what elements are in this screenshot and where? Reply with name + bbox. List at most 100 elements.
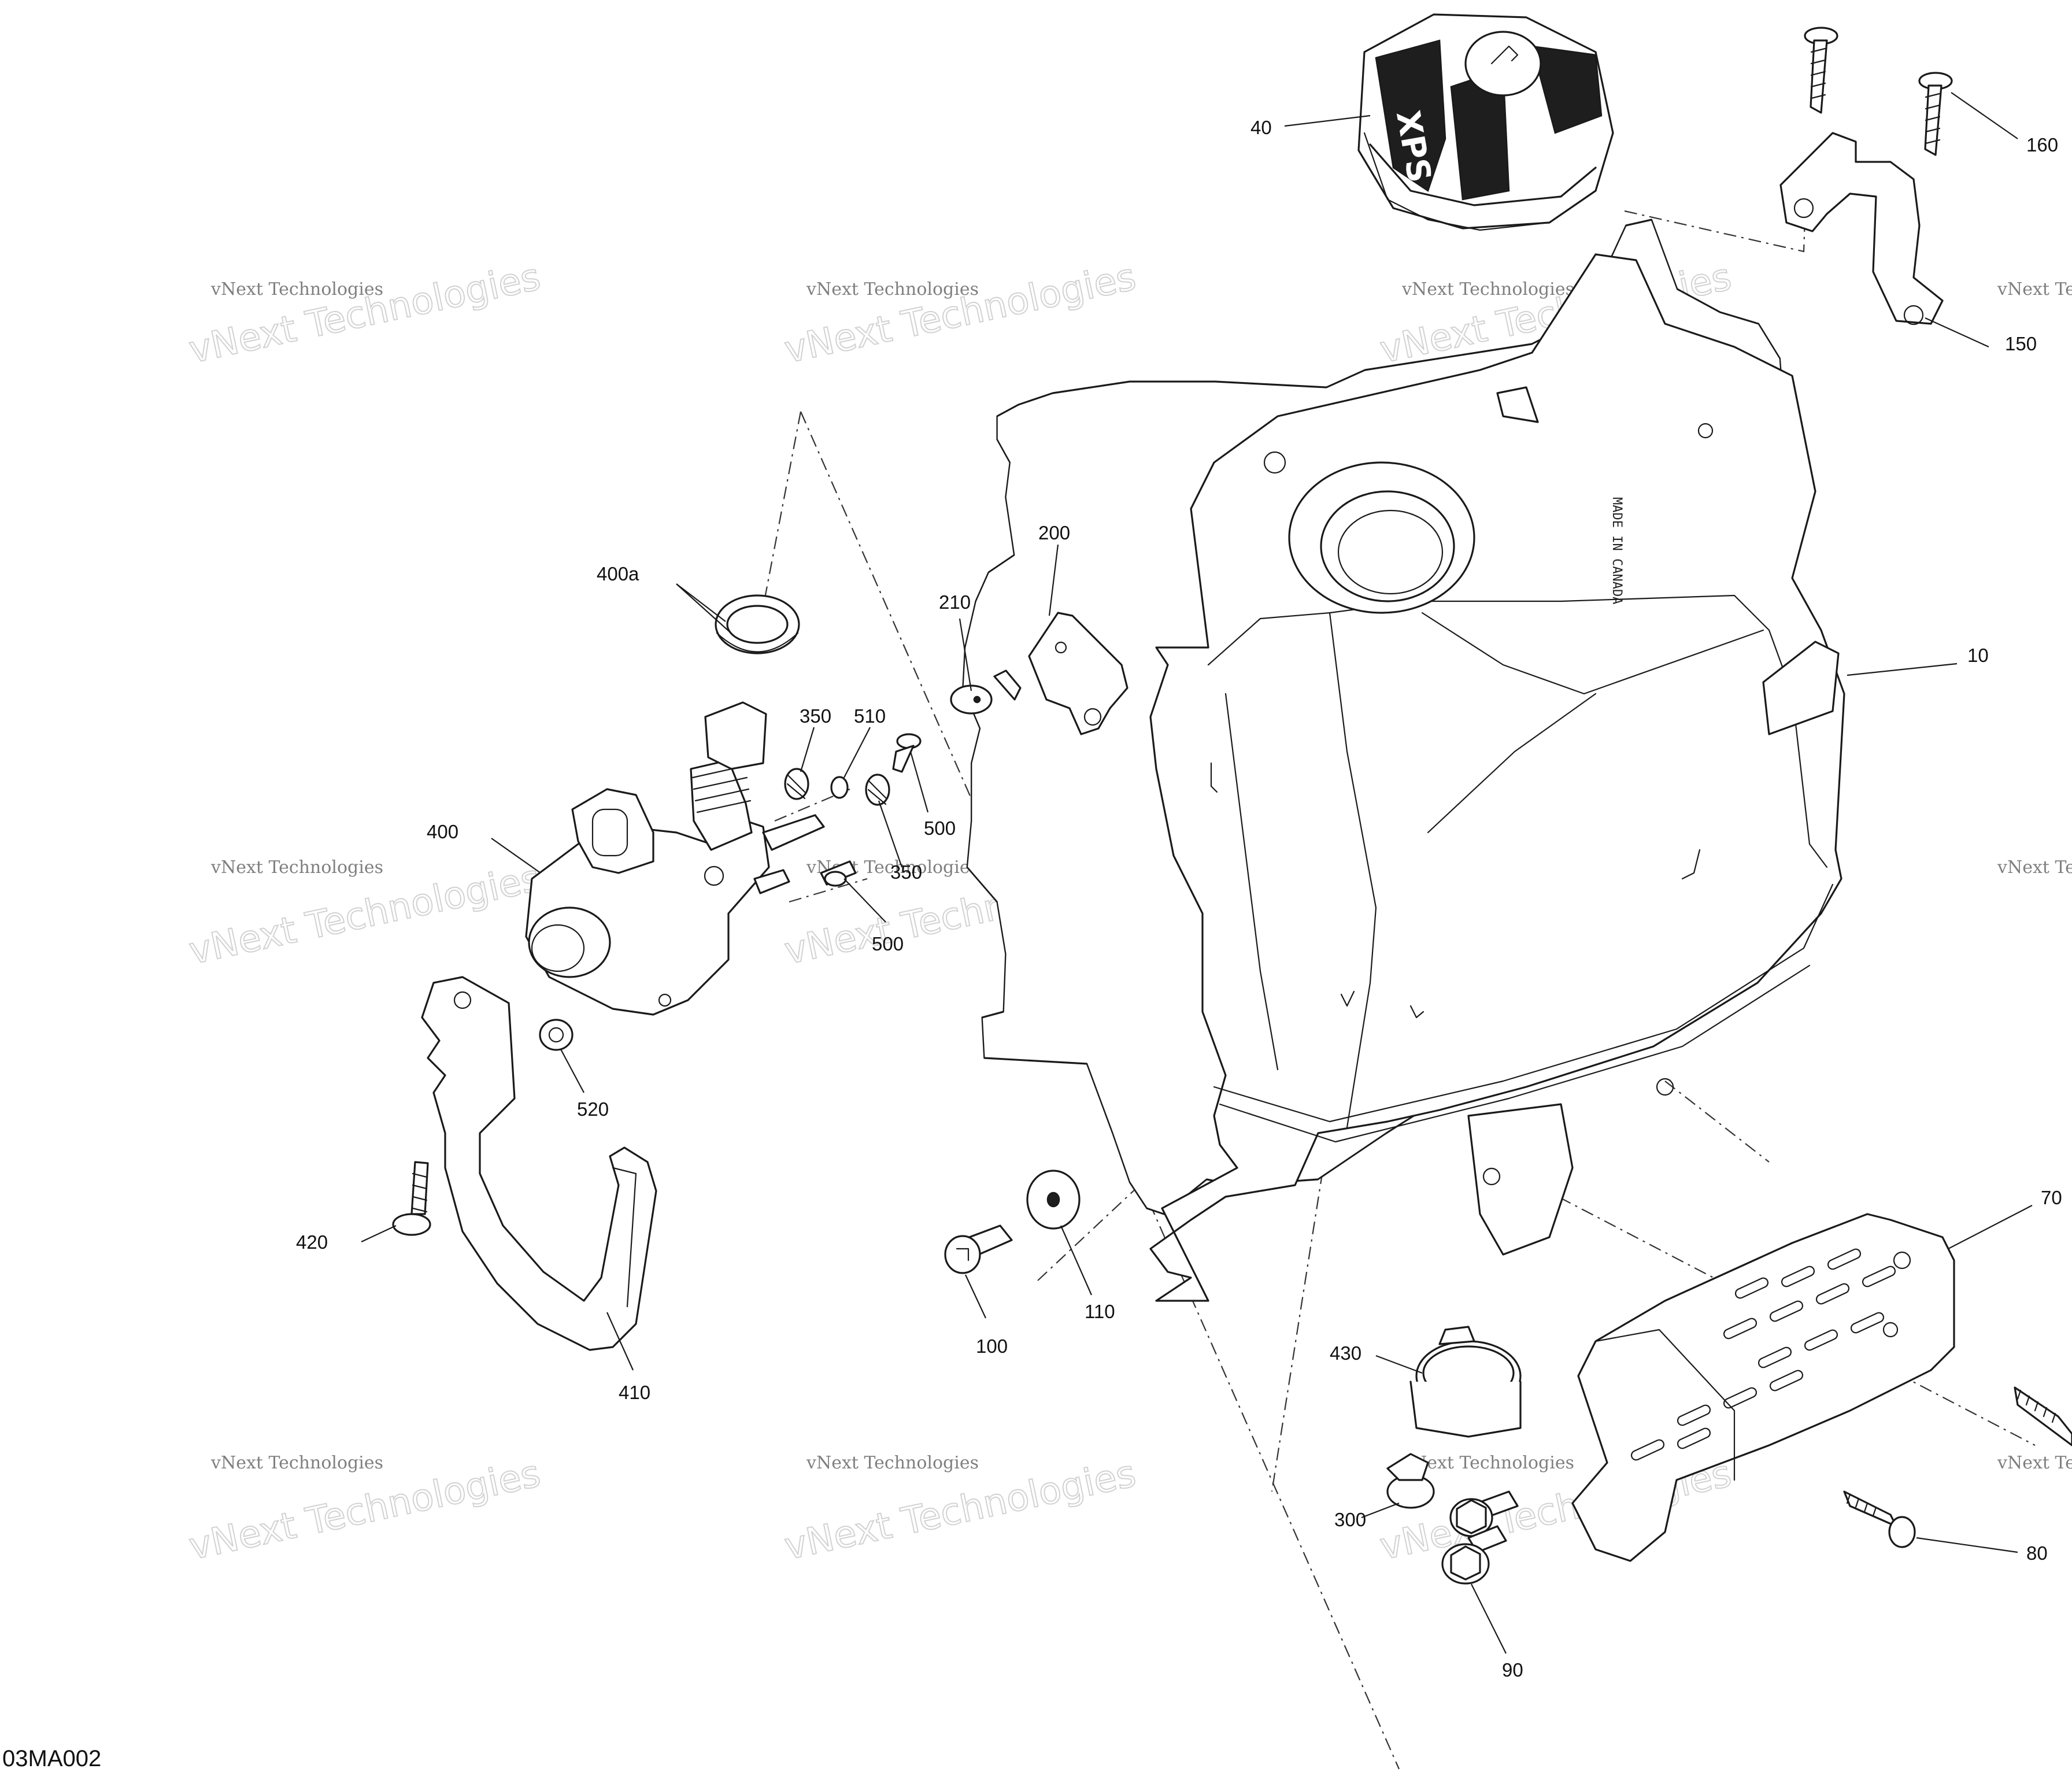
screw-thread [1925,92,1941,145]
pump-motor-cap [531,924,585,972]
watermark-text: vNext Technologies [806,1453,979,1473]
washer-110 [1026,1170,1081,1230]
tank-tick [1210,762,1218,793]
bracket-hole [1083,708,1102,726]
assembly-line-pump [762,411,802,608]
clamp-band-side [1409,1381,1522,1438]
leader-lines [361,92,2033,1654]
callout-500-lower: 500 [872,933,904,954]
callout-70: 70 [2041,1187,2062,1208]
clip-300 [1386,1453,1435,1509]
tank-lower-edge-2 [1219,964,1811,1143]
screw-thread [1846,1493,1877,1517]
screw-160b [1918,72,1953,156]
callout-350-upper: 350 [800,705,831,727]
screw-head [1888,1516,1916,1548]
callout-40: 40 [1250,117,1272,138]
bracket-plate [1028,612,1128,735]
flange-bolt-90b [1441,1525,1507,1585]
screw-shank [1924,84,1942,156]
strap-body [421,976,657,1351]
leader-100 [965,1274,986,1319]
tank-mount-hole [1697,423,1714,439]
fitting-head [824,871,847,887]
clip-350b [865,774,890,806]
cap-ridges [1363,132,1597,231]
pump-motor-end [528,906,611,978]
callout-labels: 40 160 150 10 200 210 400a 350 510 500 3… [296,117,2062,1681]
watermark-big: vNext Technologies [781,256,1139,372]
tank-crease-3 [1427,693,1597,834]
screw-head [896,733,922,749]
pump-screw [658,993,672,1007]
hose-clip-coil [786,774,806,800]
tank-side-line [1224,693,1279,1071]
leader-300 [1361,1502,1400,1519]
guard-hole [1893,1251,1911,1270]
screw-160a [1804,27,1838,114]
callout-90: 90 [1502,1659,1523,1681]
leader-70 [1948,1205,2033,1249]
watermark-text: vNext Technologies [806,279,979,299]
bracket-hole [1054,641,1067,654]
screw-shank [1843,1490,1897,1527]
callout-110: 110 [1085,1301,1115,1322]
watermark-text: vNext Technologies [1997,1453,2072,1473]
clamp-hole [1793,198,1814,219]
pin-210 [950,669,1022,715]
pump-nipple-2 [753,869,790,894]
screw-80a [1843,1490,1916,1548]
bolt-hex [1456,1499,1487,1534]
leader-40 [1284,114,1371,127]
screw-shank [1810,39,1828,114]
flange-bolt-90a [1449,1490,1519,1537]
leader-10 [1847,663,1958,676]
guard-fold [1594,1329,1736,1481]
watermark-text: vNext Technologies [1997,857,2072,878]
callout-510: 510 [854,705,886,727]
tank-mount-hole [1482,1167,1501,1186]
hose-clamp-430 [1409,1326,1522,1438]
callout-420: 420 [296,1231,328,1253]
pin-body [993,669,1022,701]
clip-350a [784,768,809,800]
cap-grip-right [1531,45,1603,134]
leader-400a-2 [676,583,735,637]
nut-body [539,1019,574,1051]
leader-150 [1925,317,1989,348]
tank-mount-hole [1263,451,1286,474]
cap-key-lock [1464,31,1542,97]
diagram-code: 03MA002 [2,1746,101,1771]
washer-510 [830,776,849,799]
callout-410: 410 [619,1382,650,1403]
watermark-text: vNext Technologies [1997,279,2072,299]
filler-neck-thread [1337,509,1444,595]
leader-520 [560,1049,584,1093]
watermark-text: vNext Technologies [210,1453,383,1473]
pin-washer [950,684,993,715]
pump-screw [704,865,724,886]
screw-500a [892,733,922,773]
fuel-tank: MADE IN CANADA [962,219,1845,1302]
nut-520 [539,1019,574,1051]
screw-420 [392,1161,431,1236]
fuel-cap: XPS [1357,13,1614,231]
tank-molded-text: MADE IN CANADA [1610,497,1624,604]
bolt-socket [956,1248,970,1261]
leader-410 [606,1312,634,1371]
screw-shank [892,745,915,773]
callout-80: 80 [2026,1542,2048,1564]
callout-500-upper: 500 [924,817,956,839]
tank-strap-clamp [1779,132,1944,325]
callout-400a: 400a [597,563,639,584]
screw-shank [410,1161,429,1215]
watermark-text: vNext Technologies [1401,1453,1574,1473]
o-ring-400a [715,594,800,654]
leader-80 [1916,1537,2018,1553]
fuel-pump [525,701,825,1016]
tank-tick [1409,1005,1424,1019]
watermark-big: vNext Technologies [186,256,544,372]
bolt-hex [1450,1545,1481,1581]
